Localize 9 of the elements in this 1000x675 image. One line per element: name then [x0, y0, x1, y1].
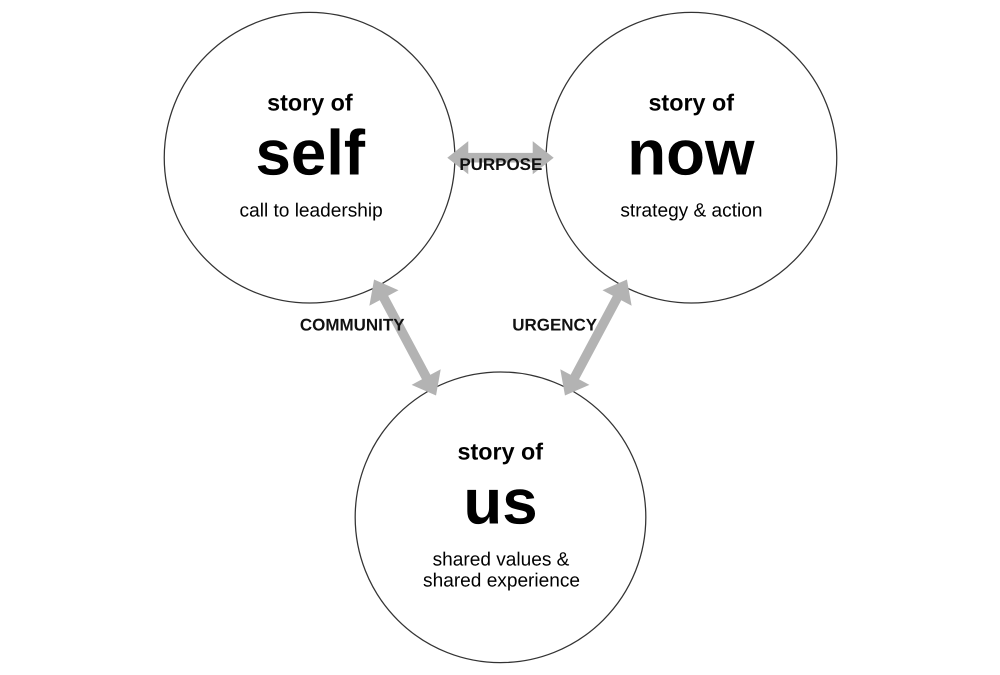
edge-label: PURPOSE: [458, 155, 542, 174]
edge-label: COMMUNITY: [299, 316, 404, 335]
node-circle: story of us shared values & shared experience: [354, 371, 646, 664]
arrow: [368, 280, 440, 396]
arrow: [446, 141, 554, 174]
edge-label: URGENCY: [512, 316, 597, 335]
node-circle: story of self call to leadership: [163, 12, 456, 304]
arrow: [560, 280, 632, 396]
node-circle: story of now strategy & action: [544, 12, 837, 304]
